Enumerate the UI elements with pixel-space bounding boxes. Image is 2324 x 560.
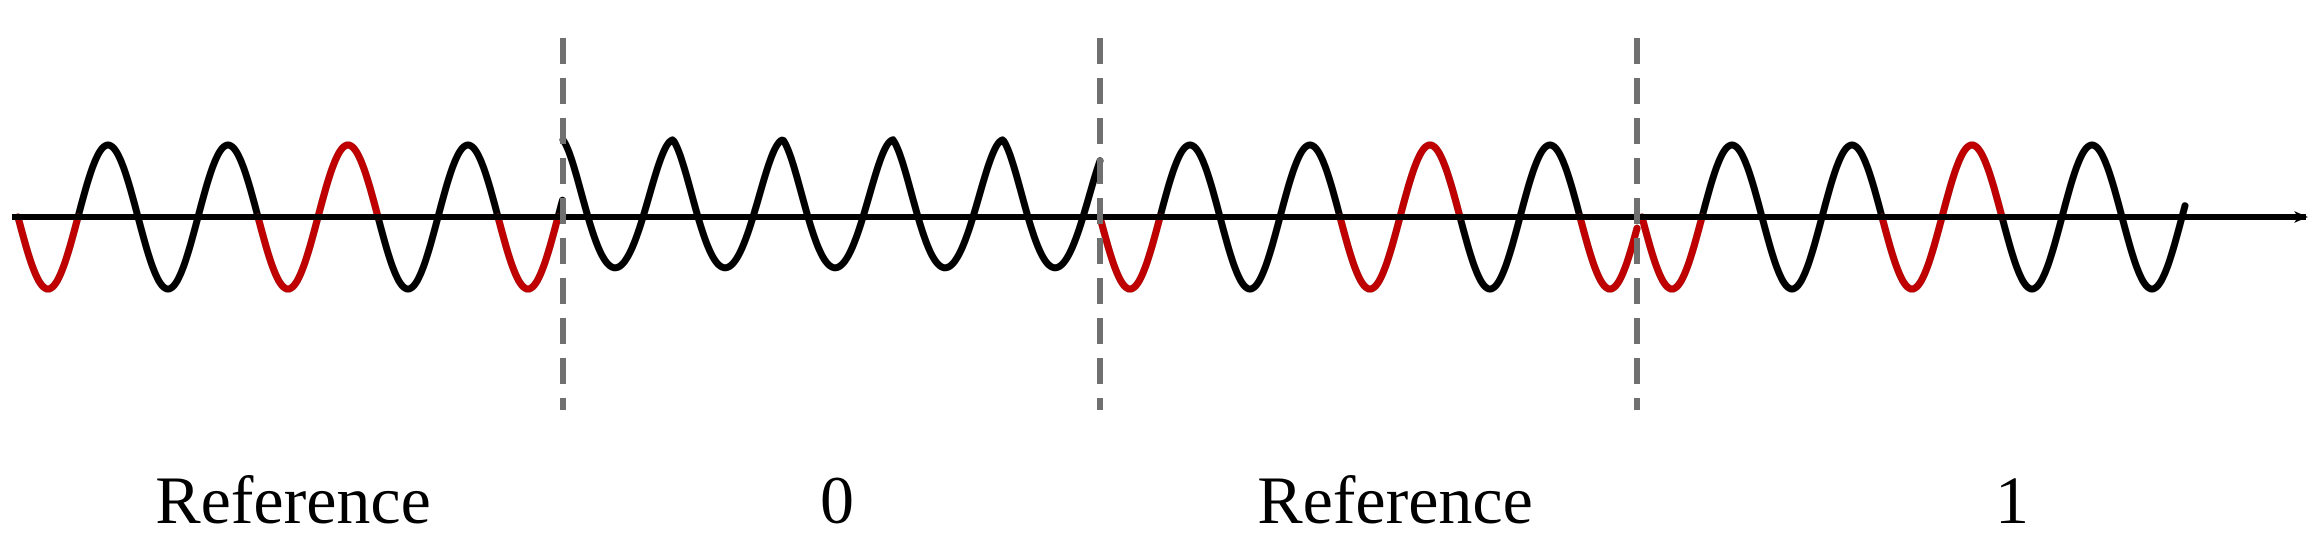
bit-0-wave	[559, 136, 1104, 272]
segment-label-bit-0: 0	[820, 462, 854, 538]
reference-highlight-1-2	[494, 213, 562, 293]
reference-highlight-2-0	[1096, 213, 1164, 293]
segment-label-reference-1: Reference	[155, 462, 431, 538]
bit-1-highlight-0	[1638, 213, 1706, 293]
segment-label-bit-1: 1	[1995, 462, 2029, 538]
reference-highlight-2-2	[1576, 213, 1641, 293]
reference-highlight-1-0	[14, 213, 82, 293]
segment-label-reference-2: Reference	[1257, 462, 1533, 538]
